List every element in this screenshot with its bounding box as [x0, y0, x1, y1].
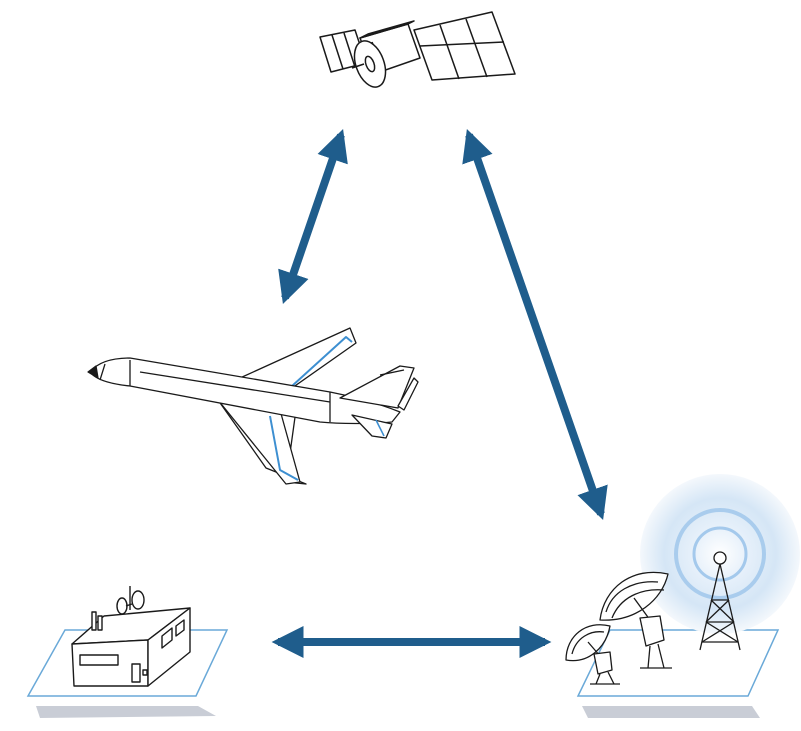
small-dish-icon: [565, 624, 620, 685]
satellite-icon: [319, 11, 516, 88]
large-dish-icon: [599, 571, 672, 669]
airplane-icon: [87, 327, 419, 485]
ground-station-icon: [565, 551, 741, 685]
building-with-antennas-icon: [71, 586, 191, 687]
link-satellite-aircraft: [278, 128, 348, 305]
radio-tower-icon: [699, 551, 741, 651]
ground-building: [26, 586, 229, 718]
ground-station: [565, 474, 800, 718]
station-shadow: [582, 706, 760, 718]
link-satellite-ground-station: [462, 128, 608, 521]
building-shadow: [36, 706, 216, 718]
